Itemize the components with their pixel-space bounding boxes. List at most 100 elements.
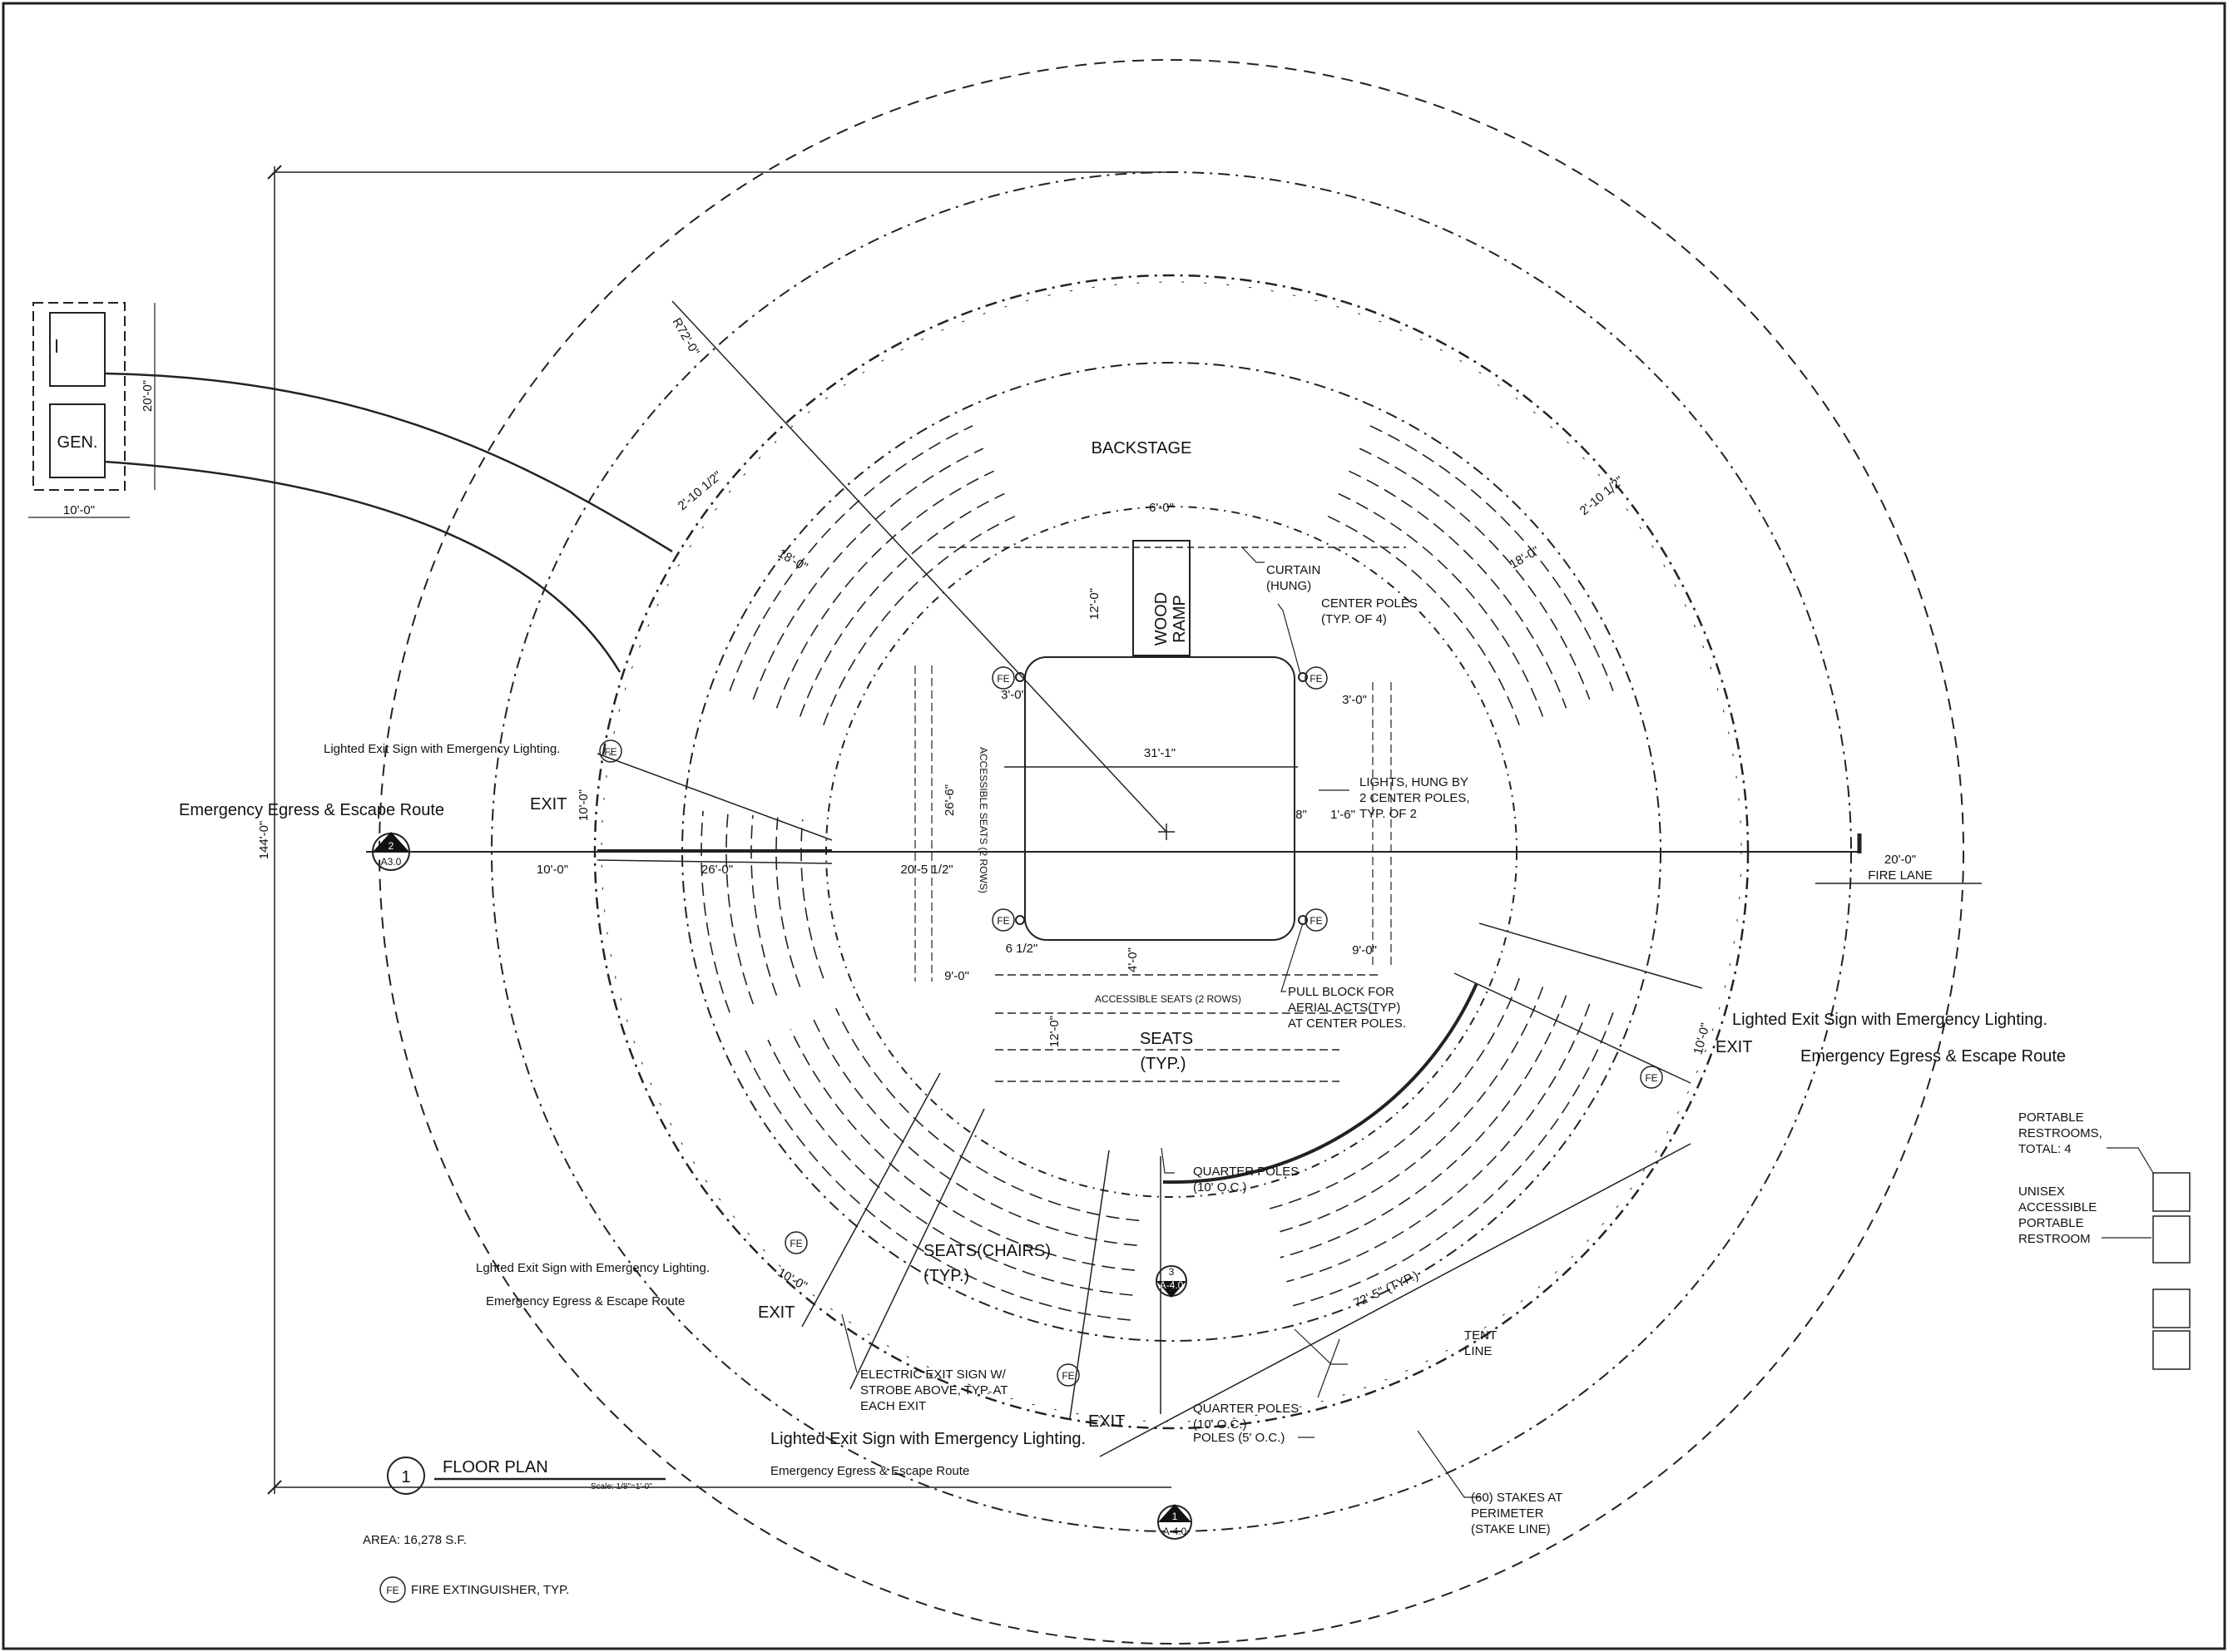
- aisle-sw-b: [849, 1108, 985, 1390]
- west-egress-route-note: Emergency Egress & Escape Route: [179, 801, 444, 819]
- drawing-number: 1: [401, 1468, 410, 1486]
- svg-text:TYP. OF 2: TYP. OF 2: [1359, 807, 1417, 821]
- aisle-east-b: [1453, 972, 1691, 1084]
- svg-text:EACH EXIT: EACH EXIT: [860, 1399, 926, 1413]
- fire-extinguisher-tag: FE: [1645, 1072, 1657, 1084]
- east-egress-route-note: Emergency Egress & Escape Route: [1800, 1047, 2066, 1066]
- seat-row: [823, 515, 1016, 726]
- wood-ramp: [1132, 540, 1191, 656]
- restroom-unit: [2152, 1330, 2191, 1370]
- drawing-title: FLOOR PLAN: [443, 1458, 548, 1476]
- center-poles-note: CENTER POLES: [1321, 596, 1418, 611]
- ramp-length-dim: 12'-0": [1087, 588, 1102, 620]
- svg-text:POLES (5' O.C.): POLES (5' O.C.): [1193, 1431, 1285, 1445]
- west-exit-sign-note: Lighted Exit Sign with Emergency Lightin…: [324, 742, 560, 756]
- seat-row: [775, 817, 801, 987]
- radius-dim: R72'-0": [670, 316, 702, 359]
- aisle-east-a: [1478, 922, 1703, 989]
- fire-extinguisher-tag: FE: [997, 673, 1009, 685]
- seat-row: [1273, 987, 1544, 1234]
- ramp-label: RAMP: [1171, 595, 1189, 643]
- svg-text:LINE: LINE: [1464, 1344, 1492, 1358]
- accessible-seats-label: ACCESSIBLE SEATS (2 ROWS): [1095, 993, 1241, 1005]
- gen-height-dim: 20'-0": [141, 380, 155, 412]
- seat-row: [1338, 492, 1544, 717]
- seat-row: [1327, 515, 1520, 726]
- title-block: [379, 1457, 666, 1603]
- fire-extinguisher-tag: FE: [1310, 915, 1322, 927]
- stage: [914, 540, 1406, 1082]
- svg-text:RESTROOM: RESTROOM: [2018, 1232, 2091, 1246]
- pole-offset-e-dim: 3'-0": [1342, 693, 1367, 707]
- fire-extinguisher-symbol: [1305, 908, 1328, 932]
- sw-egress-route-note: Emergency Egress & Escape Route: [486, 1294, 685, 1308]
- wood-label: WOOD: [1152, 592, 1171, 645]
- unisex-restroom-note: UNISEX: [2018, 1185, 2065, 1199]
- seat-row: [1349, 470, 1567, 709]
- accessible-e-dim: 9'-0": [1352, 943, 1377, 957]
- seat-row: [834, 1007, 1140, 1222]
- fire-extinguisher-tag: FE: [1310, 673, 1322, 685]
- fire-extinguisher-tag: FE: [604, 746, 616, 758]
- exit-south-label: EXIT: [1088, 1412, 1125, 1431]
- seat-row: [701, 810, 730, 1013]
- gen-width-dim: 10'-0": [63, 503, 95, 517]
- svg-text:(TYP. OF 4): (TYP. OF 4): [1321, 612, 1387, 626]
- svg-text:AT CENTER POLES.: AT CENTER POLES.: [1288, 1016, 1406, 1031]
- stage-height-dim-label: 26'-6": [943, 784, 957, 816]
- generator: [28, 302, 673, 673]
- center-pole: [1298, 672, 1308, 682]
- seats-label: SEATS: [1140, 1030, 1193, 1048]
- drawing-scale: Scale: 1/8"=1'-0": [591, 1482, 652, 1491]
- fire-extinguisher-symbol: [992, 908, 1015, 932]
- restrooms-note: PORTABLE: [2018, 1110, 2084, 1125]
- seat-row: [767, 1039, 1133, 1296]
- stakes-note: (60) STAKES AT: [1471, 1491, 1562, 1505]
- seat-row: [752, 448, 984, 700]
- area-note: AREA: 16,278 S.F.: [363, 1533, 467, 1547]
- rows-ne-dim: 2'-10 1/2": [1577, 473, 1626, 518]
- seat-row: [1280, 995, 1567, 1259]
- seat-row: [750, 814, 778, 996]
- overall-height-dim: [267, 165, 1171, 1495]
- fire-extinguisher-tag: FE: [790, 1238, 802, 1249]
- section-south-sheet: A-4.0: [1163, 1526, 1187, 1537]
- legend-fe-tag: FE: [386, 1585, 399, 1596]
- seat-row: [790, 1029, 1136, 1271]
- lights-note: LIGHTS, HUNG BY: [1359, 775, 1468, 789]
- seat-row: [800, 819, 824, 979]
- exit-east-label: EXIT: [1716, 1038, 1752, 1056]
- accessible-w-dim: 9'-0": [944, 969, 969, 983]
- center-pole: [1015, 672, 1025, 682]
- seat-row: [1359, 448, 1591, 700]
- seat-row: [799, 492, 1005, 717]
- exit-sw-width-dim: 10'-0": [775, 1265, 810, 1293]
- south-gap-dim: 4'-0": [1126, 947, 1140, 972]
- restroom-unit: [2152, 1288, 2191, 1328]
- pole-gap-dim: 6 1/2": [1006, 942, 1038, 956]
- seat-row: [1266, 977, 1520, 1210]
- aisle-west-c: [597, 859, 833, 864]
- rows-nw-dim: 2'-10 1/2": [676, 468, 725, 513]
- seating-rows: [701, 425, 1614, 1321]
- generator-label: GEN.: [57, 433, 98, 452]
- exit-east-width-dim: 10'-0": [1691, 1021, 1712, 1056]
- exit-west-width-dim: 10'-0": [577, 789, 591, 821]
- quarter-poles-note-a: QUARTER POLES: [1193, 1165, 1299, 1179]
- stage-platform: [1024, 656, 1295, 941]
- restrooms: [2102, 1147, 2191, 1370]
- seat-row: [775, 470, 994, 709]
- seats-chairs-typ-label: (TYP.): [923, 1267, 969, 1285]
- fire-extinguisher-symbol: [992, 666, 1015, 690]
- tent-line-note: TENT: [1464, 1328, 1497, 1343]
- svg-text:PERIMETER: PERIMETER: [1471, 1506, 1544, 1521]
- curtain-note: CURTAIN: [1266, 563, 1320, 577]
- east-exit-sign-note: Lighted Exit Sign with Emergency Lightin…: [1732, 1011, 2047, 1029]
- seat-row: [729, 425, 973, 692]
- aisle-sw-a: [801, 1072, 941, 1328]
- south-egress-route-note: Emergency Egress & Escape Route: [770, 1464, 969, 1478]
- svg-text:STROBE ABOVE, TYP. AT: STROBE ABOVE, TYP. AT: [860, 1383, 1008, 1397]
